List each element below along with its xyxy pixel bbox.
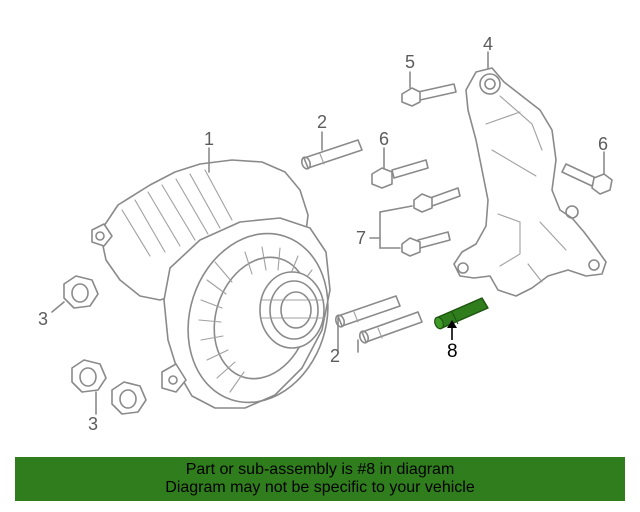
bolt-part-7-lower[interactable] bbox=[401, 231, 451, 257]
stud-part-2-upper[interactable] bbox=[300, 139, 363, 170]
banner-line-2: Diagram may not be specific to your vehi… bbox=[165, 479, 475, 496]
nut-part-3-upper[interactable] bbox=[63, 275, 99, 309]
bolt-part-5[interactable] bbox=[401, 83, 457, 107]
callout-2-lower: 2 bbox=[330, 346, 340, 366]
callout-1: 1 bbox=[204, 129, 214, 149]
alternator-part[interactable] bbox=[91, 159, 349, 421]
highlighted-part-8[interactable] bbox=[433, 297, 489, 330]
callout-3-upper: 3 bbox=[38, 309, 48, 329]
notice-banner: Part or sub-assembly is #8 in diagram Di… bbox=[15, 457, 625, 501]
nut-part-3-lower-a[interactable] bbox=[71, 359, 107, 393]
callout-8: 8 bbox=[447, 341, 458, 362]
callout-7: 7 bbox=[356, 228, 366, 248]
callout-4: 4 bbox=[483, 34, 493, 54]
bracket-part[interactable] bbox=[453, 67, 607, 297]
stud-part-2-lower-b[interactable] bbox=[358, 311, 423, 344]
bolt-part-6-left[interactable] bbox=[371, 159, 429, 189]
callout-3-lower: 3 bbox=[88, 414, 98, 434]
callout-5: 5 bbox=[405, 52, 415, 72]
banner-line-1: Part or sub-assembly is #8 in diagram bbox=[185, 461, 455, 478]
leader-lines bbox=[51, 51, 605, 415]
parts-diagram: 1 2 2 3 3 4 5 6 6 7 8 bbox=[38, 34, 613, 434]
nut-part-3-lower-b[interactable] bbox=[111, 381, 147, 415]
bolt-part-6-right[interactable] bbox=[561, 163, 613, 195]
bolt-part-7-upper[interactable] bbox=[413, 187, 461, 213]
callout-6-right: 6 bbox=[598, 134, 608, 154]
callout-2-upper: 2 bbox=[317, 112, 327, 132]
stud-part-2-lower-a[interactable] bbox=[334, 295, 401, 328]
callout-6-left: 6 bbox=[379, 129, 389, 149]
